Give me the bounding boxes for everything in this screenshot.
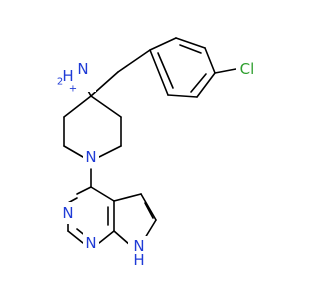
bond xyxy=(90,95,122,118)
pyrimidine-n1-label: N xyxy=(62,204,73,222)
bond xyxy=(98,230,115,244)
aromatic-double-bond xyxy=(190,73,207,93)
molecule-canvas: H 2 N + Cl N N N N H xyxy=(56,37,260,270)
pyrimidine-n3-label: N xyxy=(85,234,96,252)
pyrimidine-n3-label-bg xyxy=(83,232,99,254)
bond xyxy=(90,186,115,202)
bond xyxy=(196,72,216,98)
amine-n-label: N xyxy=(77,60,88,78)
bond xyxy=(204,47,216,74)
bond xyxy=(175,37,206,49)
pyrrole-n-label-bg xyxy=(128,236,152,270)
amine-label-bg xyxy=(66,60,96,92)
pyrimidine-n1-label-bg xyxy=(60,202,76,224)
amine-h-label: H xyxy=(62,67,73,85)
bond xyxy=(149,49,169,96)
aromatic-double-bond xyxy=(157,52,174,89)
aromatic-double-bond xyxy=(144,202,154,219)
aromatic-double-bond xyxy=(179,44,202,54)
bond xyxy=(98,145,122,158)
bond xyxy=(76,186,92,195)
chlorophenyl-ring xyxy=(149,37,237,98)
atom-labels: H 2 N + Cl N N N N H xyxy=(57,58,260,270)
pyrrolopyrimidine-core xyxy=(65,186,157,246)
molecule-structure: H 2 N + Cl N N N N H xyxy=(56,37,260,270)
bond xyxy=(113,193,142,202)
bond xyxy=(149,37,177,51)
bond xyxy=(167,94,198,98)
bond xyxy=(113,230,131,246)
amine-charge-label: + xyxy=(69,84,77,95)
piperidine-n-label: N xyxy=(85,148,96,166)
chlorine-bond xyxy=(214,68,237,74)
chlorine-label-bg xyxy=(236,58,260,80)
piperidine-ring xyxy=(63,95,122,188)
pyrrole-h-label: H xyxy=(133,251,144,269)
chlorine-label: Cl xyxy=(240,60,255,78)
bond xyxy=(63,95,92,118)
piperidine-n-label-bg xyxy=(83,146,99,168)
pyrrole-n-label: N xyxy=(133,237,144,255)
bond xyxy=(140,193,157,221)
amine-h-subscript: 2 xyxy=(57,77,63,88)
bond xyxy=(144,219,157,239)
bond xyxy=(67,230,84,244)
bond xyxy=(63,145,84,158)
benzylic-bond xyxy=(117,49,151,73)
